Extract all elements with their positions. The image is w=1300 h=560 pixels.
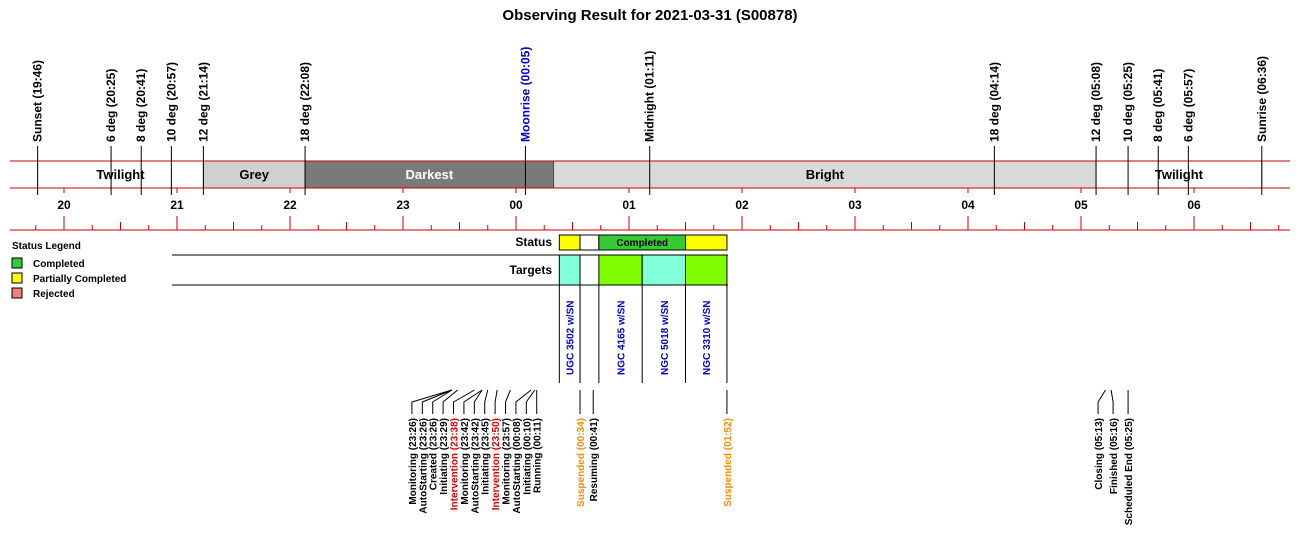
bottom-event-leader-4 — [453, 389, 475, 414]
status-segment-3 — [685, 234, 728, 251]
top-events: Sunset (19:46) 6 deg (20:25) 8 deg (20:41)… — [31, 47, 1269, 195]
legend-title: Status Legend — [12, 241, 81, 252]
top-event-label-10-deg-20-57: 10 deg (20:57) — [164, 62, 178, 142]
band-label-0: Twilight — [96, 167, 145, 182]
bottom-event-leader-3 — [442, 389, 458, 414]
status-row: Status Completed — [172, 234, 728, 256]
bottom-event-leader-0 — [411, 389, 453, 414]
legend-swatch-rejected — [11, 287, 23, 299]
bottom-event-leader-16 — [1097, 389, 1106, 414]
legend-swatch-completed — [11, 257, 23, 269]
bottom-event-leader-7 — [484, 389, 489, 414]
bottom-event-label-initiating-23-45: Initiating (23:45) — [481, 418, 492, 495]
target-name-ngc-3310-w-sn: NGC 3310 w/SN — [702, 301, 713, 375]
bottom-event-leader-9 — [505, 389, 511, 414]
status-segment-1 — [579, 234, 600, 251]
bottom-event-leader-2 — [432, 389, 453, 414]
target-name-ngc-4165-w-sn: NGC 4165 w/SN — [617, 301, 628, 375]
bottom-event-label-initiating-23-29: Initiating (23:29) — [439, 418, 450, 495]
bottom-event-leader-6 — [473, 389, 483, 414]
bottom-events: Monitoring (23:26)AutoStarting (23:26)Cr… — [408, 389, 1135, 525]
bottom-event-label-running-00-11: Running (00:11) — [533, 418, 544, 493]
target-bar-ngc-4165-w-sn — [598, 254, 643, 286]
status-segment-label-2: Completed — [616, 238, 668, 249]
hour-tick-label-23: 23 — [396, 198, 410, 212]
night-bands: Twilight Grey Darkest Bright Twilight — [37, 160, 1263, 189]
bottom-event-label-initiating-00-10: Initiating (00:10) — [522, 418, 533, 495]
top-event-label-6-deg-20-25: 6 deg (20:25) — [104, 69, 118, 142]
bottom-event-label-intervention-23-50: Intervention (23:50) — [491, 418, 502, 510]
hour-tick-label-06: 06 — [1187, 198, 1201, 212]
band-label-1: Grey — [239, 167, 269, 182]
target-bar-ugc-3502-w-sn — [558, 254, 581, 286]
target-bar-ngc-3310-w-sn — [685, 254, 728, 286]
target-bar-ngc-5018-w-sn — [641, 254, 687, 286]
bottom-event-label-autostarting-23-26: AutoStarting (23:26) — [418, 418, 429, 514]
bottom-event-label-intervention-23-38: Intervention (23:38) — [450, 418, 461, 510]
band-darkest-2 — [304, 160, 555, 189]
hour-tick-label-02: 02 — [735, 198, 749, 212]
top-event-label-10-deg-05-25: 10 deg (05:25) — [1121, 62, 1135, 142]
bottom-event-leader-10 — [515, 389, 532, 414]
bottom-event-leader-5 — [463, 389, 483, 414]
top-event-label-midnight-01-11: Midnight (01:11) — [643, 51, 657, 142]
top-event-label-8-deg-20-41: 8 deg (20:41) — [134, 69, 148, 142]
band-label-3: Bright — [806, 167, 845, 182]
top-event-label-sunset-19-46: Sunset (19:46) — [31, 60, 45, 142]
legend-label-rejected: Rejected — [33, 289, 75, 300]
targets-row-label: Targets — [510, 263, 553, 277]
status-row-label: Status — [515, 235, 552, 249]
top-event-label-8-deg-05-41: 8 deg (05:41) — [1151, 69, 1165, 142]
band-label-2: Darkest — [406, 167, 454, 182]
hour-tick-label-00: 00 — [509, 198, 523, 212]
top-event-label-moonrise-00-05: Moonrise (00:05) — [518, 47, 532, 142]
bottom-event-label-autostarting-23-42: AutoStarting (23:42) — [470, 418, 481, 514]
hour-tick-label-03: 03 — [848, 198, 862, 212]
bottom-event-leader-1 — [421, 389, 453, 414]
bottom-event-label-resuming-00-41: Resuming (00:41) — [589, 418, 600, 501]
legend-label-completed: Completed — [33, 259, 85, 270]
bottom-event-label-scheduled-end-05-25: Scheduled End (05:25) — [1124, 418, 1135, 525]
legend-label-partially-completed: Partially Completed — [33, 274, 126, 285]
bottom-event-label-closing-05-13: Closing (05:13) — [1094, 418, 1105, 490]
bottom-event-label-monitoring-23-42: Monitoring (23:42) — [460, 418, 471, 505]
band-twilight-4 — [1095, 160, 1263, 189]
top-event-label-12-deg-05-08: 12 deg (05:08) — [1089, 62, 1103, 142]
top-event-label-sunrise-06-36: Sunrise (06:36) — [1255, 56, 1269, 142]
band-twilight-0 — [37, 160, 204, 189]
chart-title: Observing Result for 2021-03-31 (S00878) — [502, 7, 797, 24]
bottom-event-leader-17 — [1110, 389, 1114, 414]
bottom-event-label-monitoring-23-57: Monitoring (23:57) — [502, 418, 513, 505]
status-segment-0 — [558, 234, 581, 251]
bottom-event-leader-11 — [525, 389, 536, 414]
band-label-4: Twilight — [1155, 167, 1204, 182]
hour-tick-label-22: 22 — [283, 198, 297, 212]
hour-tick-label-20: 20 — [57, 198, 71, 212]
bottom-event-label-suspended-01-52: Suspended (01:52) — [723, 418, 734, 507]
top-event-label-18-deg-04-14: 18 deg (04:14) — [987, 62, 1001, 142]
hour-tick-label-04: 04 — [961, 198, 975, 212]
top-event-label-18-deg-22-08: 18 deg (22:08) — [298, 62, 312, 142]
bottom-event-label-finished-05-16: Finished (05:16) — [1109, 418, 1120, 494]
hour-tick-label-21: 21 — [170, 198, 184, 212]
bottom-event-label-autostarting-00-08: AutoStarting (00:08) — [512, 418, 523, 514]
top-event-label-12-deg-21-14: 12 deg (21:14) — [196, 62, 210, 142]
hour-tick-label-05: 05 — [1074, 198, 1088, 212]
bottom-event-label-monitoring-23-26: Monitoring (23:26) — [408, 418, 419, 505]
target-name-ugc-3502-w-sn: UGC 3502 w/SN — [566, 301, 577, 375]
bottom-event-label-suspended-00-34: Suspended (00:34) — [576, 418, 587, 507]
target-name-ngc-5018-w-sn: NGC 5018 w/SN — [660, 301, 671, 375]
hour-tick-label-01: 01 — [622, 198, 636, 212]
bottom-event-label-created-23-26: Created (23:26) — [429, 418, 440, 490]
legend-swatch-partially-completed — [11, 272, 23, 284]
top-event-label-6-deg-05-57: 6 deg (05:57) — [1181, 69, 1195, 142]
bottom-event-leader-8 — [494, 389, 498, 414]
